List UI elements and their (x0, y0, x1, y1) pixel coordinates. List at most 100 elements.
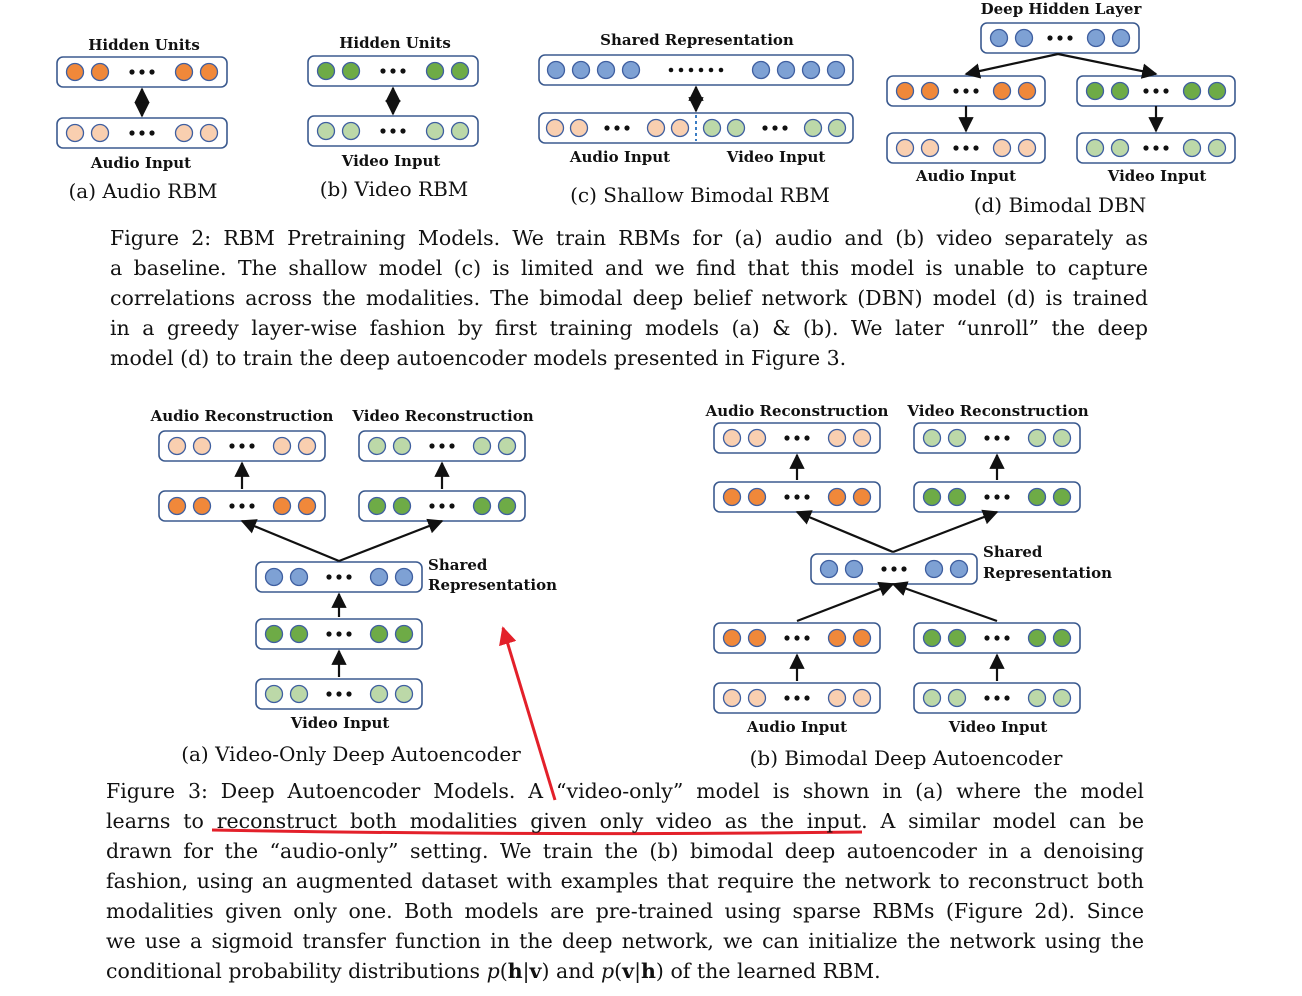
unit-node (852, 628, 872, 648)
ellipsis-dot (708, 67, 714, 73)
unit-node (852, 688, 872, 708)
ellipsis-dot (718, 67, 724, 73)
unit-node (947, 688, 967, 708)
unit-node (827, 628, 847, 648)
up-arrow-icon (796, 581, 895, 623)
unit-node (992, 81, 1012, 101)
layer-box (913, 481, 1081, 513)
unit-node (90, 62, 110, 82)
layer-box (255, 618, 423, 650)
ellipsis-dot (973, 88, 979, 94)
unit-node (392, 436, 412, 456)
fig3b-shared-label-2: Representation (983, 564, 1112, 582)
layer-box (980, 22, 1140, 54)
caption-text: conditional probability distributions (106, 959, 487, 983)
ellipsis-dot (762, 125, 768, 131)
unit-node (264, 567, 284, 587)
unit-node (1027, 487, 1047, 507)
unit-node (947, 428, 967, 448)
unit-node (596, 60, 616, 80)
ellipsis-dot (784, 494, 790, 500)
unit-node (1052, 487, 1072, 507)
layer-boxes (56, 22, 1236, 714)
unit-node (776, 60, 796, 80)
unit-node (621, 60, 641, 80)
ellipsis-dot (678, 67, 684, 73)
layer-box (56, 56, 228, 88)
unit-node (922, 688, 942, 708)
unit-node (722, 428, 742, 448)
ellipsis-dot (963, 145, 969, 151)
ellipsis-dot (1004, 435, 1010, 441)
caption-text: A similar model can be (867, 809, 1145, 833)
unit-node (920, 81, 940, 101)
ellipsis-dot (326, 691, 332, 697)
fig3b-audio-recon-label: Audio Reconstruction (705, 402, 889, 420)
unit-node (289, 624, 309, 644)
unit-node (1110, 81, 1130, 101)
unit-node (297, 436, 317, 456)
unit-node (394, 684, 414, 704)
ellipsis-dot (1163, 145, 1169, 151)
unit-node (1085, 138, 1105, 158)
fig2d-subcaption: (d) Bimodal DBN (974, 193, 1147, 217)
figure3-caption-line: Figure 3: Deep Autoencoder Models. A “vi… (106, 779, 1144, 803)
unit-node (747, 628, 767, 648)
unit-node (199, 123, 219, 143)
fig3a-subcaption: (a) Video-Only Deep Autoencoder (181, 742, 521, 766)
ellipsis-dot (400, 128, 406, 134)
ellipsis-dot (794, 695, 800, 701)
ellipsis-dot (390, 68, 396, 74)
layer-box (358, 430, 526, 462)
ellipsis-dot (881, 566, 887, 572)
unit-node (1027, 688, 1047, 708)
layer-box (713, 682, 881, 714)
ellipsis-dot (1163, 88, 1169, 94)
ellipsis-dot (614, 125, 620, 131)
red-annotation-arrow-icon (499, 626, 557, 801)
unit-node (827, 428, 847, 448)
unit-node (819, 559, 839, 579)
unit-node (264, 624, 284, 644)
layer-box (713, 422, 881, 454)
ellipsis-dot (139, 130, 145, 136)
unit-node (272, 496, 292, 516)
ellipsis-dot (901, 566, 907, 572)
ellipsis-dot (688, 67, 694, 73)
ellipsis-dot (804, 695, 810, 701)
unit-node (827, 118, 847, 138)
ellipsis-dot (229, 503, 235, 509)
layer-box (255, 561, 423, 593)
unit-node (827, 688, 847, 708)
unit-node (947, 628, 967, 648)
unit-node (1052, 428, 1072, 448)
unit-node (702, 118, 722, 138)
ellipsis-dot (439, 443, 445, 449)
unit-node (726, 118, 746, 138)
ellipsis-dot (429, 503, 435, 509)
unit-node (289, 567, 309, 587)
fig3b-subcaption: (b) Bimodal Deep Autoencoder (750, 746, 1063, 770)
ellipsis-dot (794, 635, 800, 641)
ellipsis-dot (129, 69, 135, 75)
fig3a-shared-label-2: Representation (428, 576, 557, 594)
unit-node (751, 60, 771, 80)
ellipsis-dot (1004, 695, 1010, 701)
unit-node (90, 123, 110, 143)
unit-node (1182, 81, 1202, 101)
unit-node (722, 628, 742, 648)
unit-node (827, 487, 847, 507)
unit-node (989, 28, 1009, 48)
ellipsis-dot (624, 125, 630, 131)
unit-node (801, 60, 821, 80)
layer-box (886, 132, 1046, 164)
layer-box (713, 481, 881, 513)
up-arrow-icon (964, 52, 1059, 79)
ellipsis-dot (149, 69, 155, 75)
ellipsis-dot (782, 125, 788, 131)
fig3a-shared-label-1: Shared (428, 556, 488, 574)
ellipsis-dot (604, 125, 610, 131)
unit-node (394, 567, 414, 587)
fig2c-top-label: Shared Representation (600, 31, 794, 49)
